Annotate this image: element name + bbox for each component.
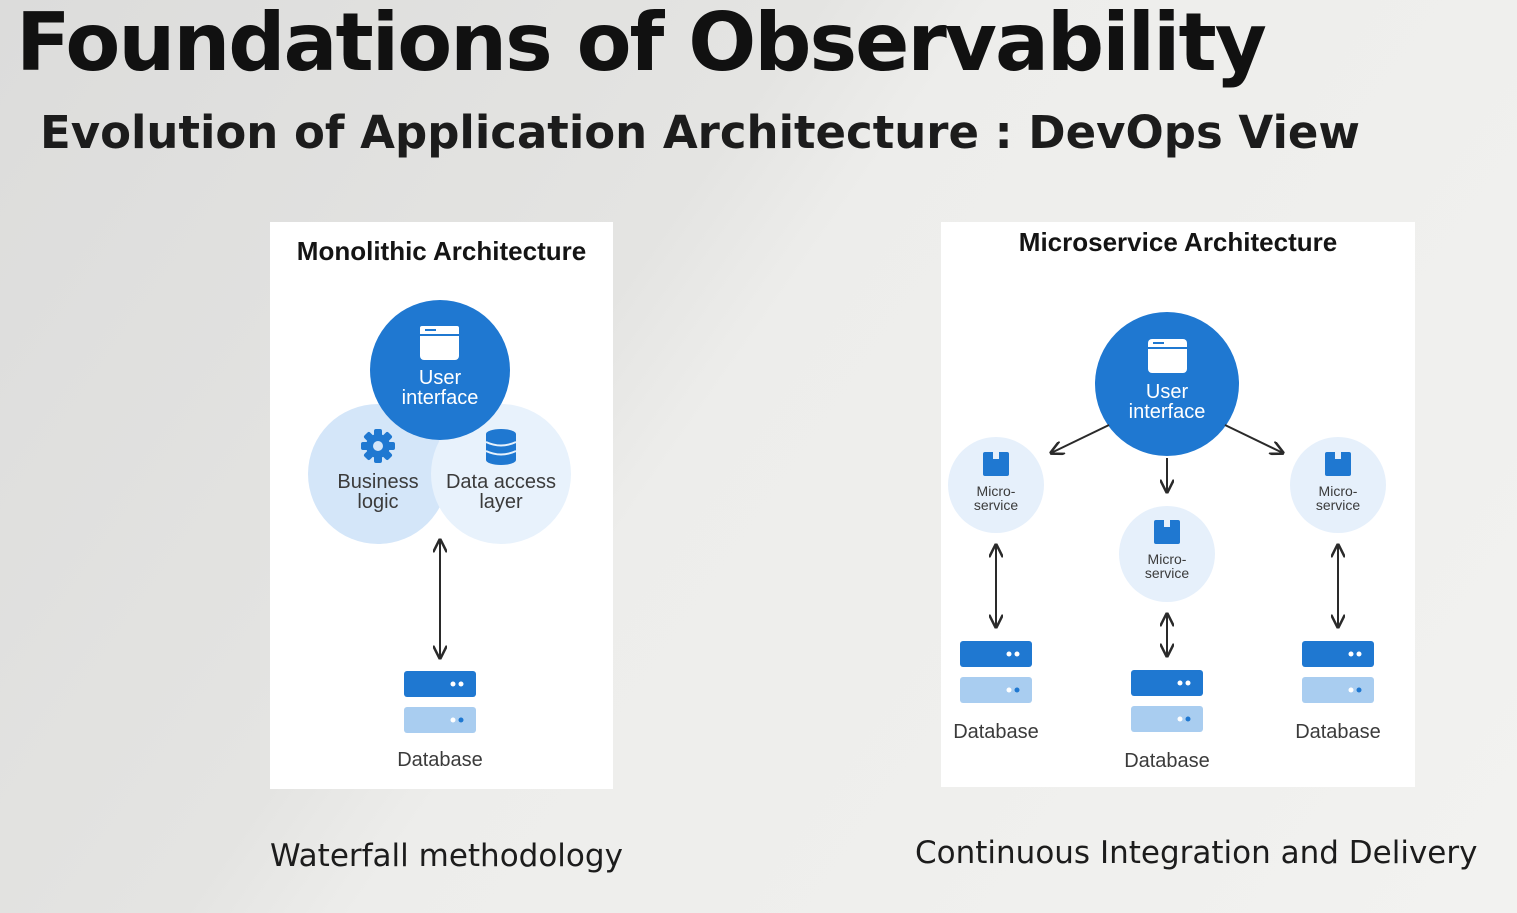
microservice-title: Microservice Architecture: [1018, 227, 1338, 257]
microservice-label: Micro- service: [1144, 551, 1190, 581]
microservice-caption: Continuous Integration and Delivery: [915, 835, 1478, 871]
window-icon: [420, 326, 459, 360]
user-interface-circle: [1095, 312, 1239, 456]
database-label: Database: [1295, 721, 1381, 743]
business-logic-circle: [308, 404, 448, 544]
data-access-circle: [431, 404, 571, 544]
arrow-to-left-service: [1051, 424, 1110, 453]
server-icon: [404, 671, 476, 733]
box-icon: [1154, 520, 1180, 544]
user-interface-label: User interface: [1128, 381, 1206, 423]
arrow-to-right-service: [1224, 424, 1283, 453]
gear-icon: [361, 429, 395, 463]
microservice-circle-left: [948, 437, 1044, 533]
database-label: Database: [1124, 750, 1210, 772]
monolithic-title: Monolithic Architecture: [296, 236, 587, 266]
monolithic-card: Monolithic Architecture: [270, 222, 613, 789]
slide-subtitle: Evolution of Application Architecture : …: [40, 106, 1360, 159]
box-icon: [983, 452, 1009, 476]
box-icon: [1325, 452, 1351, 476]
monolithic-diagram: [308, 300, 571, 733]
business-logic-label: Business logic: [337, 471, 419, 513]
microservice-circle-right: [1290, 437, 1386, 533]
server-icon: [960, 641, 1032, 703]
server-icon: [1302, 641, 1374, 703]
database-label: Database: [397, 749, 483, 771]
database-stack-icon: [485, 429, 517, 465]
microservice-diagram: [948, 312, 1386, 732]
microservice-circle-center: [1119, 506, 1215, 602]
database-label: Database: [953, 721, 1039, 743]
monolithic-caption: Waterfall methodology: [270, 838, 623, 874]
window-icon: [1148, 339, 1187, 373]
microservice-label: Micro- service: [973, 483, 1019, 513]
microservice-card: Microservice Architecture: [941, 222, 1415, 787]
microservice-label: Micro- service: [1315, 483, 1361, 513]
user-interface-circle: [370, 300, 510, 440]
server-icon: [1131, 670, 1203, 732]
data-access-layer-label: Data access layer: [445, 471, 557, 513]
user-interface-label: User interface: [401, 367, 479, 409]
slide-title: Foundations of Observability: [16, 0, 1267, 89]
